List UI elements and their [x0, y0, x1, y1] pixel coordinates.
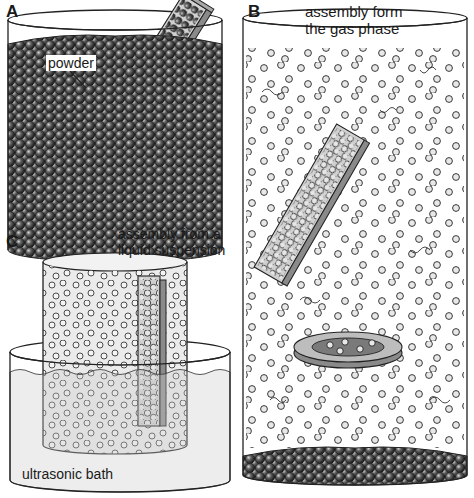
cylinder-bottom — [243, 475, 467, 485]
panel-letter: C — [6, 232, 18, 252]
dish-top — [294, 332, 402, 362]
particle — [369, 340, 375, 346]
slide-coating — [257, 128, 361, 280]
panel-letter: B — [248, 2, 260, 22]
powder-bed — [243, 447, 467, 485]
dish-particles — [327, 339, 375, 354]
panel-letter: A — [6, 2, 18, 22]
bath-water — [10, 370, 230, 492]
slide-face — [254, 124, 364, 283]
cylinder-wall — [243, 18, 467, 475]
particle — [327, 342, 333, 348]
particle — [337, 348, 343, 354]
panel-caption: assembly from a liquid suspension — [118, 226, 242, 258]
part-label: ultrasonic bath — [22, 466, 113, 482]
slide-end — [183, 0, 214, 13]
bath-rim — [10, 352, 230, 365]
particle — [342, 339, 348, 345]
leader-line — [70, 71, 86, 88]
powder-beaker — [8, 0, 222, 262]
slide-edge — [282, 140, 370, 286]
bath-wall — [10, 352, 230, 480]
particle — [357, 346, 363, 352]
beaker-wall — [8, 20, 222, 250]
ultrasonic-setup — [10, 253, 230, 492]
gas-cylinder — [243, 9, 467, 485]
gas-particles — [246, 48, 464, 448]
dish-inner — [312, 338, 384, 356]
part-label: powder — [46, 55, 96, 71]
beaker-rim — [8, 20, 222, 30]
panel-caption: assembly form the gas phase — [305, 3, 413, 38]
substrate-slide — [254, 124, 369, 286]
